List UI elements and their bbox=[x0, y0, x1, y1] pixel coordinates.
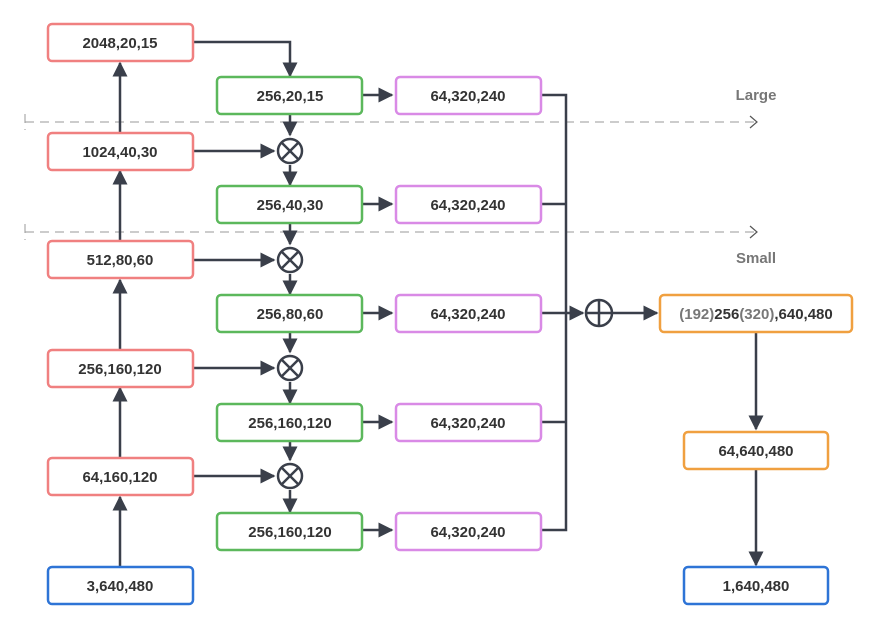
backbone-node[interactable]: 64,160,120 bbox=[46, 456, 195, 497]
upsample-label: 64,320,240 bbox=[430, 197, 505, 214]
fusion-mid: 256 bbox=[714, 306, 739, 323]
connections bbox=[112, 40, 764, 567]
upsample-node[interactable]: 64,320,240 bbox=[394, 511, 543, 552]
upsample-node[interactable]: 64,320,240 bbox=[394, 75, 543, 116]
head-node[interactable]: 64,640,480 bbox=[682, 430, 830, 471]
lateral-node[interactable]: 256,40,30 bbox=[215, 184, 364, 225]
scale-separators bbox=[24, 114, 758, 240]
backbone-node[interactable]: 1024,40,30 bbox=[46, 131, 195, 172]
upsample-label: 64,320,240 bbox=[430, 88, 505, 105]
lateral-label: 256,80,60 bbox=[257, 306, 324, 323]
add-icon bbox=[584, 298, 614, 328]
upsample-label: 64,320,240 bbox=[430, 415, 505, 432]
lateral-node[interactable]: 256,80,60 bbox=[215, 293, 364, 334]
multiply-icon bbox=[276, 354, 304, 382]
lateral-node[interactable]: 256,160,120 bbox=[215, 511, 364, 552]
small-separator-arrow bbox=[749, 225, 758, 239]
backbone-label: 256,160,120 bbox=[78, 361, 161, 378]
lateral-label: 256,160,120 bbox=[248, 415, 331, 432]
upsample-node[interactable]: 64,320,240 bbox=[394, 402, 543, 443]
lateral-node[interactable]: 256,20,15 bbox=[215, 75, 364, 116]
upsample-node[interactable]: 64,320,240 bbox=[394, 293, 543, 334]
head-label: 64,640,480 bbox=[718, 443, 793, 460]
backbone-node[interactable]: 512,80,60 bbox=[46, 239, 195, 280]
input-node[interactable]: 3,640,480 bbox=[46, 565, 195, 606]
backbone-label: 1024,40,30 bbox=[82, 144, 157, 161]
backbone-label: 2048,20,15 bbox=[82, 35, 157, 52]
lateral-node[interactable]: 256,160,120 bbox=[215, 402, 364, 443]
upsample-node[interactable]: 64,320,240 bbox=[394, 184, 543, 225]
fusion-label: (192)256(320),640,480 bbox=[679, 306, 832, 323]
lateral-label: 256,40,30 bbox=[257, 197, 324, 214]
input-label: 3,640,480 bbox=[87, 578, 154, 595]
output-label: 1,640,480 bbox=[723, 578, 790, 595]
large-separator-arrow bbox=[749, 115, 758, 129]
backbone-node[interactable]: 2048,20,15 bbox=[46, 22, 195, 63]
large-label: Large bbox=[736, 87, 777, 104]
multiply-icon bbox=[276, 137, 304, 165]
fusion-paren: (320) bbox=[739, 306, 774, 323]
lateral-label: 256,20,15 bbox=[257, 88, 324, 105]
backbone-label: 512,80,60 bbox=[87, 252, 154, 269]
backbone-node[interactable]: 256,160,120 bbox=[46, 348, 195, 389]
upsample-label: 64,320,240 bbox=[430, 306, 505, 323]
fusion-prefix: (192) bbox=[679, 306, 714, 323]
lateral-label: 256,160,120 bbox=[248, 524, 331, 541]
multiply-icon bbox=[276, 462, 304, 490]
upsample-label: 64,320,240 bbox=[430, 524, 505, 541]
output-node[interactable]: 1,640,480 bbox=[682, 565, 830, 606]
fusion-node[interactable]: (192)256(320),640,480 bbox=[658, 293, 854, 334]
multiply-icon bbox=[276, 246, 304, 274]
fusion-suffix: ,640,480 bbox=[774, 306, 832, 323]
small-label: Small bbox=[736, 250, 776, 267]
backbone-label: 64,160,120 bbox=[82, 469, 157, 486]
